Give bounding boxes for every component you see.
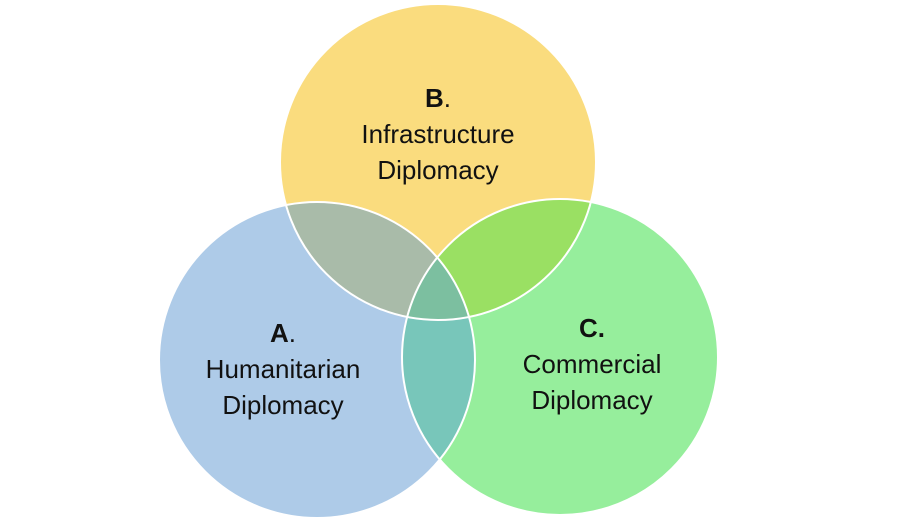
label-b-letter: B — [424, 83, 444, 113]
label-b-line1: Infrastructure — [361, 119, 515, 149]
overlap-bc — [402, 199, 596, 320]
label-a-line1: Humanitarian — [205, 354, 361, 384]
label-c-line2: Diplomacy — [531, 385, 653, 415]
label-b-dot: . — [443, 83, 451, 113]
label-c: C. Commercial Diplomacy — [472, 310, 712, 418]
label-a-dot: . — [288, 318, 296, 348]
label-a: A. Humanitarian Diplomacy — [163, 315, 403, 423]
label-a-line2: Diplomacy — [222, 390, 344, 420]
label-b: B. Infrastructure Diplomacy — [318, 80, 558, 188]
label-c-letter: C. — [579, 313, 605, 343]
label-c-line1: Commercial — [522, 349, 662, 379]
overlap-ab — [280, 202, 475, 320]
label-b-line2: Diplomacy — [377, 155, 499, 185]
label-a-letter: A — [269, 318, 289, 348]
